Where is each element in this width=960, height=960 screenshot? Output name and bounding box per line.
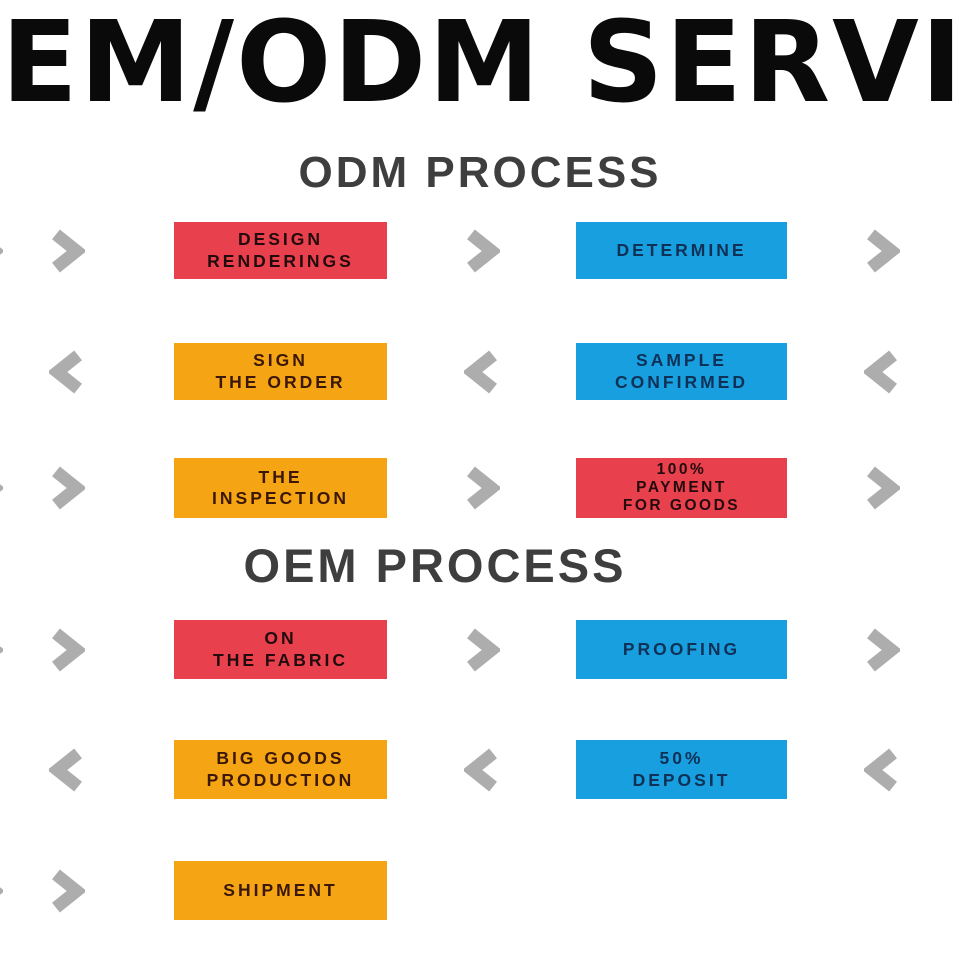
- step-on-the-fabric: ON THE FABRIC: [174, 620, 387, 679]
- chevron-arrow-icon: [464, 229, 500, 273]
- chevron-arrow-icon: [49, 350, 85, 394]
- oem-row-3: SHIPMENT: [0, 861, 960, 920]
- chevron-arrow-icon: [49, 229, 85, 273]
- chevron-arrow-icon: [464, 748, 500, 792]
- step-sample-confirmed: SAMPLE CONFIRMED: [576, 343, 787, 400]
- chevron-arrow-icon: [49, 748, 85, 792]
- oem-row-1: ON THE FABRIC PROOFING: [0, 620, 960, 679]
- cropped-chevron-icon: [0, 466, 3, 510]
- oem-process-heading: OEM PROCESS: [243, 539, 627, 592]
- odm-process-heading: ODM PROCESS: [298, 148, 662, 197]
- cropped-chevron-icon: [0, 350, 3, 394]
- cropped-chevron-icon: [0, 748, 3, 792]
- step-big-goods-production: BIG GOODS PRODUCTION: [174, 740, 387, 799]
- chevron-arrow-icon: [864, 628, 900, 672]
- step-shipment: SHIPMENT: [174, 861, 387, 920]
- step-100-payment-for-goods: 100% PAYMENT FOR GOODS: [576, 458, 787, 518]
- chevron-arrow-icon: [864, 229, 900, 273]
- step-50-deposit: 50% DEPOSIT: [576, 740, 787, 799]
- step-sign-the-order: SIGN THE ORDER: [174, 343, 387, 400]
- odm-row-1: DESIGN RENDERINGS DETERMINE: [0, 222, 960, 279]
- step-design-renderings: DESIGN RENDERINGS: [174, 222, 387, 279]
- chevron-arrow-icon: [49, 628, 85, 672]
- cropped-chevron-icon: [0, 628, 3, 672]
- chevron-arrow-icon: [864, 466, 900, 510]
- chevron-arrow-icon: [464, 466, 500, 510]
- cropped-chevron-icon: [0, 869, 3, 913]
- cropped-chevron-icon: [0, 229, 3, 273]
- step-proofing: PROOFING: [576, 620, 787, 679]
- step-determine: DETERMINE: [576, 222, 787, 279]
- chevron-arrow-icon: [864, 748, 900, 792]
- odm-row-3: THE INSPECTION 100% PAYMENT FOR GOODS: [0, 458, 960, 518]
- odm-row-2: SIGN THE ORDER SAMPLE CONFIRMED: [0, 343, 960, 400]
- chevron-arrow-icon: [464, 628, 500, 672]
- chevron-arrow-icon: [864, 350, 900, 394]
- step-the-inspection: THE INSPECTION: [174, 458, 387, 518]
- page-title: OEM/ODM SERVICE: [0, 0, 960, 128]
- chevron-arrow-icon: [464, 350, 500, 394]
- oem-row-2: BIG GOODS PRODUCTION 50% DEPOSIT: [0, 740, 960, 799]
- chevron-arrow-icon: [49, 869, 85, 913]
- chevron-arrow-icon: [49, 466, 85, 510]
